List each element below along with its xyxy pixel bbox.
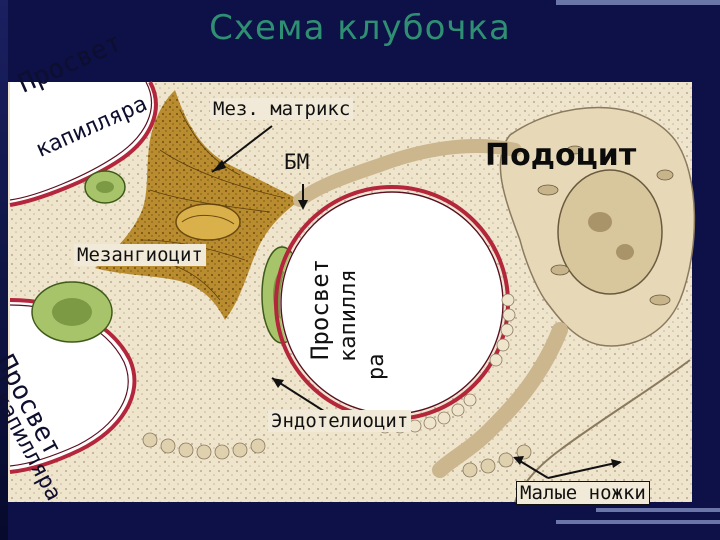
label-endotheliocyte: Эндотелиоцит: [268, 410, 412, 432]
small-feet-row: [142, 432, 532, 478]
podocyte-process-upper: [293, 139, 522, 207]
label-small-feet: Малые ножки: [516, 481, 650, 505]
label-lumen-center-3: ра: [364, 353, 389, 381]
central-capillary-lumen: [280, 191, 504, 415]
podocyte-organelles: [537, 145, 674, 306]
label-mesangiocyte: Мезангиоцит: [74, 244, 206, 266]
left-capillary-wall-top: [9, 81, 158, 207]
left-capillary-lumen: [10, 82, 156, 205]
mesangiocyte-nucleus: [175, 203, 241, 241]
label-podocyte: Подоцит: [485, 138, 637, 173]
pointer-heads: [212, 160, 622, 468]
deco-bar-bottom-1: [596, 508, 720, 512]
page-title: Схема клубочка: [209, 8, 511, 48]
podocyte-nucleus: [557, 169, 663, 295]
deco-bar-bottom-2: [556, 520, 720, 524]
podocyte-process-lower: [432, 322, 568, 478]
lower-left-capillary-lumen: [10, 300, 135, 472]
deco-bar-top: [556, 0, 720, 5]
label-mes-matrix: Мез. матрикс: [210, 98, 354, 120]
label-bm: БМ: [284, 150, 310, 174]
label-lumen-center-1: Просвет: [306, 258, 334, 360]
label-lumen-center-2: капилля: [336, 269, 361, 362]
side-strip: [0, 0, 8, 540]
